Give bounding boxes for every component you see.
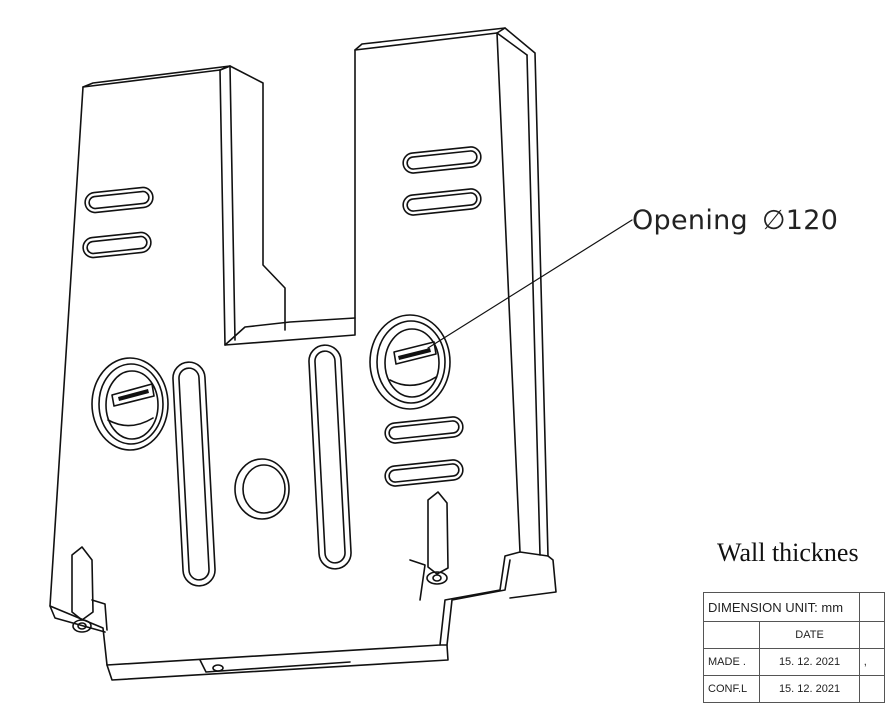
right-arm-side <box>504 27 549 557</box>
left-arm-inner-side <box>219 65 286 331</box>
dimension-unit: DIMENSION UNIT: mm <box>703 592 860 622</box>
logo-left-icon <box>118 389 149 401</box>
conf-date: 15. 12. 2021 <box>759 675 860 703</box>
logo-right-icon <box>398 348 431 360</box>
vertical-slot-left <box>172 361 216 587</box>
slot-left-2 <box>82 231 152 259</box>
opening-right <box>369 314 451 410</box>
base-front-edge <box>106 644 449 681</box>
callout-diameter: ∅120 <box>761 205 839 236</box>
right-pin <box>409 491 449 601</box>
callout-leader <box>427 219 633 349</box>
right-arm-top-edge <box>354 27 506 51</box>
left-pin <box>71 546 108 633</box>
title-block-cell <box>858 621 885 649</box>
conf-label: CONF.L <box>702 675 761 703</box>
wall-thickness-note: Wall thicknes <box>717 538 859 567</box>
conf-extra <box>858 675 885 703</box>
slot-right-1 <box>402 146 482 174</box>
slot-right-4 <box>384 459 464 487</box>
title-block: DIMENSION UNIT: mm DATE MADE . 15. 12. 2… <box>702 592 885 703</box>
left-arm-outline <box>49 32 521 666</box>
made-label: MADE . <box>702 648 761 676</box>
title-block-cell <box>702 621 761 649</box>
slot-left-1 <box>84 186 154 214</box>
vertical-slot-right <box>308 344 352 570</box>
center-hole <box>234 458 290 520</box>
slot-right-3 <box>384 416 464 444</box>
slot-right-2 <box>402 188 482 216</box>
callout-label: Opening <box>632 205 748 236</box>
made-date: 15. 12. 2021 <box>759 648 860 676</box>
title-block-cell <box>858 592 885 622</box>
date-header: DATE <box>759 621 860 649</box>
made-extra: , <box>858 648 885 676</box>
opening-left <box>91 357 169 451</box>
opening-callout: Opening ∅120 <box>632 205 838 236</box>
